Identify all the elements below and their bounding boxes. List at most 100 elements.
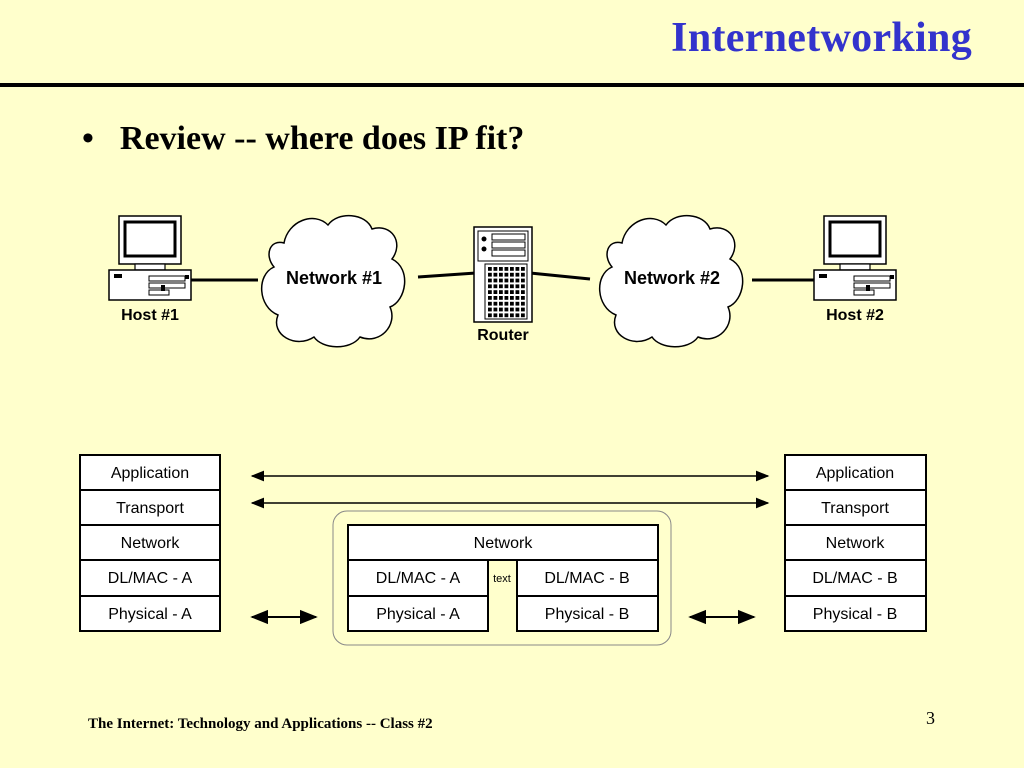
host2-label: Host #2	[826, 307, 884, 324]
router-vent-frame	[484, 263, 528, 320]
title-rule	[0, 83, 1024, 87]
router-vent-cell	[488, 290, 492, 294]
router-vent-cell	[515, 290, 520, 294]
router-vent-cell	[499, 267, 503, 271]
router-vent-cell	[521, 313, 525, 318]
router-vent-cell	[515, 296, 520, 300]
router-vent-cell	[504, 296, 509, 300]
left-layer-dlmac: DL/MAC - A	[108, 570, 193, 587]
router-vent-cell	[504, 290, 509, 294]
router-vent-cell	[499, 290, 503, 294]
left-layer-application: Application	[111, 465, 189, 482]
slide-footer: The Internet: Technology and Application…	[88, 716, 433, 732]
router-vent-cell	[515, 313, 520, 318]
router-vent-cell	[521, 278, 525, 283]
router-vent-cell	[510, 307, 514, 312]
router-vent-cell	[515, 272, 520, 277]
router-vent-cell	[499, 278, 503, 283]
router-layer-dlmac-a: DL/MAC - A	[376, 570, 461, 587]
slide-title: Internetworking	[671, 15, 972, 61]
router-vent-cell	[488, 313, 492, 318]
router-vent-cell	[515, 307, 520, 312]
right-layer-application: Application	[816, 465, 894, 482]
router-vent-cell	[499, 307, 503, 312]
router-vent-cell	[515, 278, 520, 283]
router-vent-cell	[510, 278, 514, 283]
router-vent-cell	[493, 313, 498, 318]
router-vent-cell	[488, 296, 492, 300]
link-router-net2	[529, 271, 591, 281]
router-vent-cell	[521, 301, 525, 306]
router-vent-cell	[515, 301, 520, 306]
router-vent-cell	[510, 272, 514, 277]
right-layer-transport: Transport	[821, 500, 889, 517]
router-vent-cell	[510, 290, 514, 294]
right-layer-network: Network	[826, 535, 886, 552]
network1-label: Network #1	[286, 268, 382, 288]
router-vent-cell	[493, 290, 498, 294]
left-layer-physical: Physical - A	[108, 606, 192, 623]
router-label: Router	[477, 327, 529, 344]
router-vent-cell	[521, 272, 525, 277]
router-stack-outline	[332, 510, 672, 646]
router-middle-text: text	[493, 573, 511, 585]
router-vent-cell	[493, 301, 498, 306]
router-vent-cell	[493, 278, 498, 283]
router-layer-physical-b: Physical - B	[545, 606, 629, 623]
router-vent-cell	[499, 296, 503, 300]
left-layer-network: Network	[121, 535, 181, 552]
router-vent-cell	[504, 284, 509, 289]
router-server-icon	[473, 226, 533, 323]
router-vent-cell	[504, 278, 509, 283]
router-vent-cell	[504, 307, 509, 312]
router-vent-cell	[488, 272, 492, 277]
bullet-text: Review -- where does IP fit?	[119, 120, 525, 157]
router-vent-cell	[488, 267, 492, 271]
host1-computer-icon	[107, 214, 193, 302]
router-vent-cell	[493, 267, 498, 271]
router-vent-cell	[521, 307, 525, 312]
right-layer-dlmac: DL/MAC - B	[812, 570, 897, 587]
router-vent-cell	[510, 301, 514, 306]
router-vent-cell	[521, 296, 525, 300]
router-vent-cell	[493, 272, 498, 277]
router-vent-cell	[493, 296, 498, 300]
router-vent-cell	[488, 307, 492, 312]
router-vent-cell	[504, 272, 509, 277]
router-vent-grid	[484, 263, 528, 320]
router-vent-cell	[521, 284, 525, 289]
router-vent-cell	[504, 313, 509, 318]
bullet-item: • Review -- where does IP fit?	[82, 120, 524, 158]
router-vent-cell	[521, 267, 525, 271]
host2-computer-icon	[812, 214, 898, 302]
router-vent-cell	[499, 272, 503, 277]
link-net1-router	[417, 271, 477, 279]
router-layer-network: Network	[474, 535, 534, 552]
router-vent-cell	[515, 284, 520, 289]
router-vent-cell	[510, 284, 514, 289]
router-vent-cell	[521, 290, 525, 294]
router-vent-cell	[493, 307, 498, 312]
right-protocol-stack: Application Transport Network DL/MAC - B…	[784, 454, 927, 632]
bullet-marker: •	[82, 120, 94, 157]
router-layer-dlmac-b: DL/MAC - B	[544, 570, 629, 587]
network2-label: Network #2	[624, 268, 720, 288]
router-vent-cell	[510, 313, 514, 318]
right-layer-physical: Physical - B	[813, 606, 897, 623]
router-protocol-stack: Network DL/MAC - A Physical - A DL/MAC -…	[332, 510, 672, 646]
left-protocol-stack: Application Transport Network DL/MAC - A…	[79, 454, 221, 632]
router-vent-cell	[499, 301, 503, 306]
router-vent-cell	[488, 301, 492, 306]
router-vent-cell	[504, 301, 509, 306]
page-number: 3	[926, 708, 935, 728]
router-vent-cell	[510, 296, 514, 300]
router-vent-cell	[499, 313, 503, 318]
router-vent-cell	[504, 267, 509, 271]
router-vent-cell	[515, 267, 520, 271]
router-vent-cell	[499, 284, 503, 289]
router-vent-cell	[510, 267, 514, 271]
router-vent-cell	[488, 284, 492, 289]
router-vent-cell	[488, 278, 492, 283]
host1-label: Host #1	[121, 307, 179, 324]
